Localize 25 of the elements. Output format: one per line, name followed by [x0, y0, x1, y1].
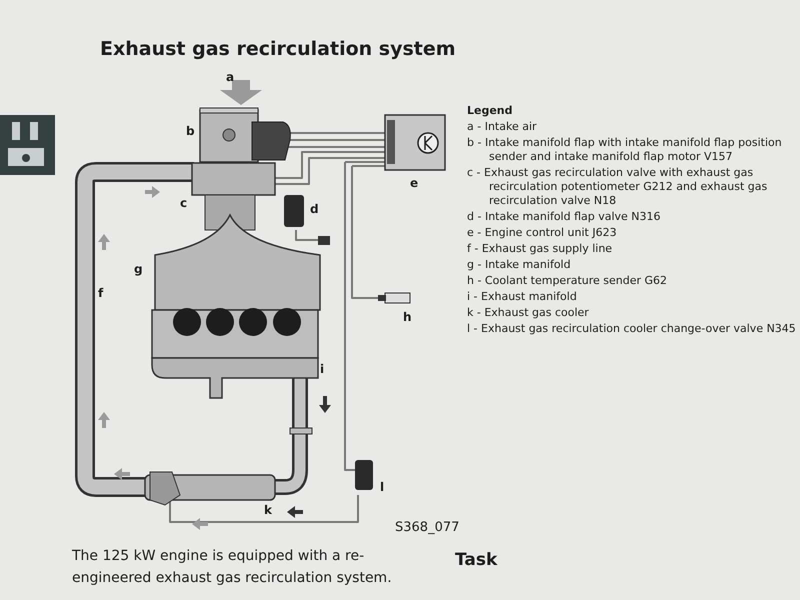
callout-letter: i — [320, 362, 324, 376]
callout-letter: l — [380, 480, 384, 494]
body-paragraph: The 125 kW engine is equipped with a re-engineered exhaust gas recirculation system. — [72, 547, 392, 588]
legend-entry: g - Intake manifold — [467, 258, 572, 272]
callout-letter: c — [180, 196, 188, 210]
callout-letter: d — [310, 202, 319, 216]
callout-letter: a — [226, 70, 234, 84]
page-title: Exhaust gas recirculation system — [100, 38, 456, 60]
legend-heading: Legend — [467, 104, 513, 118]
legend-entry: d - Intake manifold flap valve N316 — [467, 210, 662, 224]
callout-letter: h — [403, 310, 412, 324]
legend-entry: a - Intake air — [467, 120, 538, 134]
legend-entry: i - Exhaust manifold — [467, 290, 578, 304]
legend-entry: h - Coolant temperature sender G62 — [467, 274, 668, 288]
legend-entry: l - Exhaust gas recirculation cooler change-over valve N345 — [467, 322, 797, 336]
callout-letter: g — [134, 262, 143, 276]
callout-letter: e — [410, 176, 418, 190]
legend-entry: k - Exhaust gas cooler — [467, 306, 590, 320]
callout-letter: f — [98, 286, 104, 300]
figure-number: S368_077 — [395, 520, 460, 535]
section-heading: Task — [455, 550, 498, 570]
callout-letter: k — [264, 503, 272, 517]
callout-letter: b — [186, 124, 195, 138]
legend-entry: f - Exhaust gas supply line — [467, 242, 614, 256]
legend-entry: e - Engine control unit J623 — [467, 226, 618, 240]
